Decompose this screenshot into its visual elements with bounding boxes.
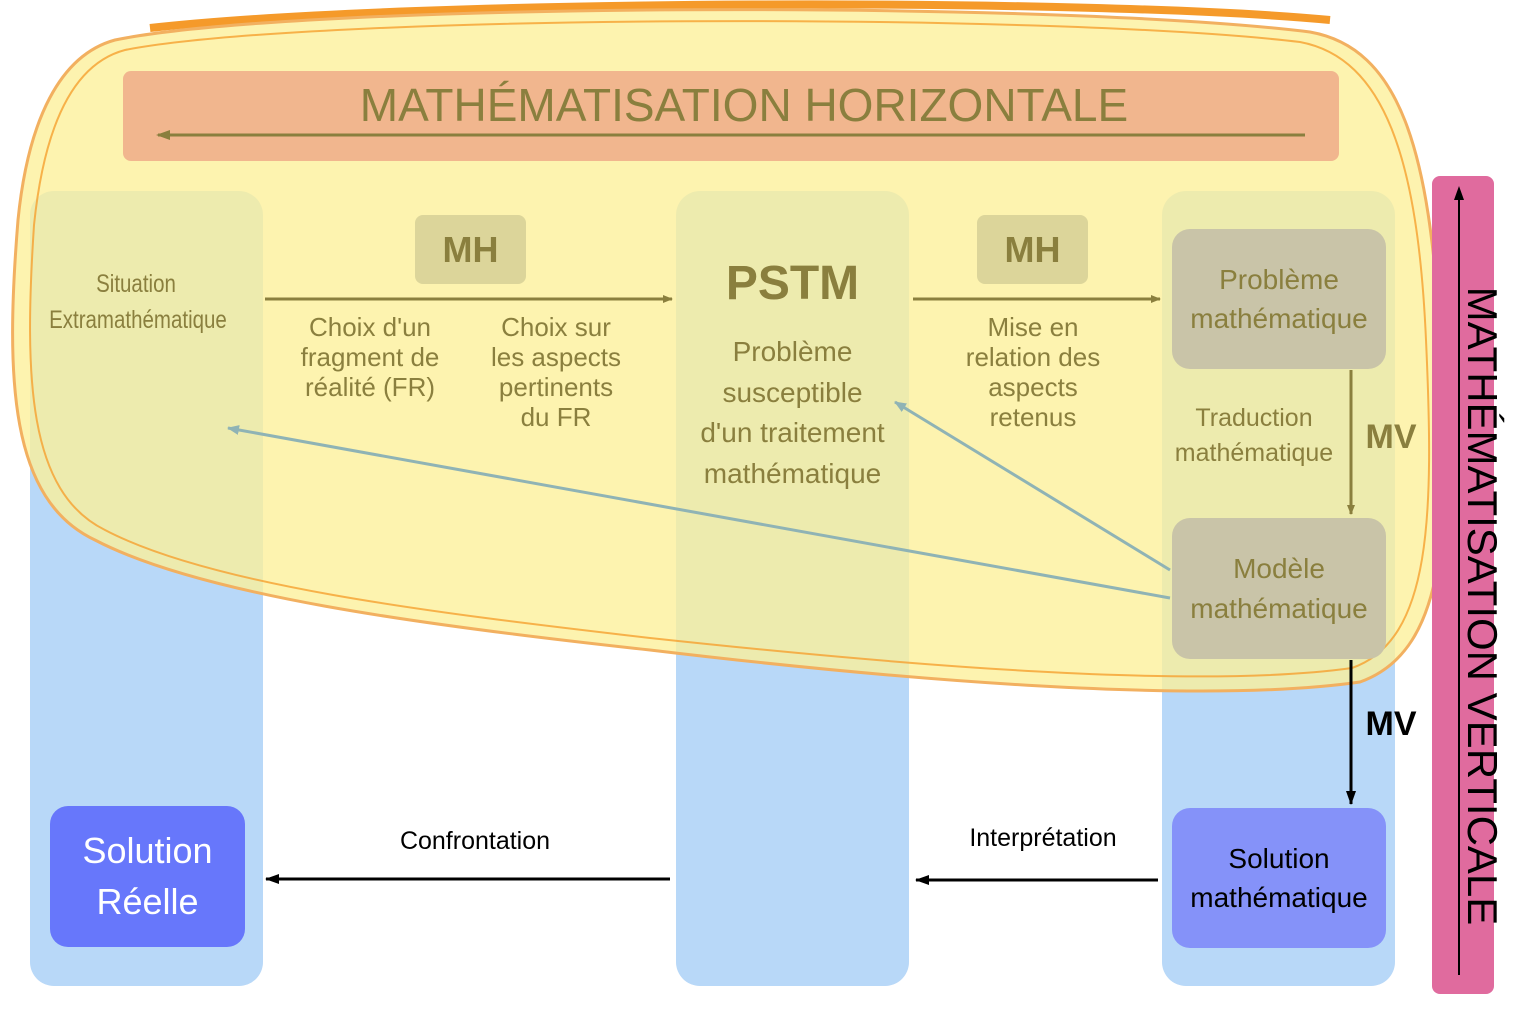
mv-label-2: MV [1365, 705, 1417, 743]
probleme-math-line-1: Problème [1219, 263, 1339, 295]
blob-top-rim [149, 0, 1331, 32]
probleme-math-line-2: mathématique [1190, 303, 1368, 334]
choix-fragment-line-2: fragment de [300, 341, 440, 372]
banner-vertical-label: MATHÉMATISATION VERTICALE [1459, 286, 1506, 926]
probleme-math-box: Problème mathématique [1172, 229, 1386, 369]
mh-badge-2-label: MH [1004, 228, 1061, 270]
label-choix-fragment: Choix d'un fragment de réalité (FR) [276, 312, 464, 403]
banner-horizontal [123, 71, 1339, 161]
modele-math-line-2: mathématique [1190, 592, 1368, 624]
banner-horizontal-arrowhead [156, 130, 170, 140]
solution-math-line-1: Solution [1228, 842, 1330, 874]
traduction-line-1: Traduction [1195, 404, 1313, 432]
traduction-label: Traduction mathématique [1162, 401, 1346, 471]
choix-aspects-line-3: pertinents [498, 371, 614, 402]
mise-relation-line-1: Mise en [987, 312, 1079, 342]
solution-reelle-box: Solution Réelle [50, 806, 245, 947]
banner-vertical-arrowhead [1454, 186, 1464, 200]
mh-badge-2: MH [977, 215, 1088, 284]
solution-math-box: Solution mathématique [1172, 808, 1386, 948]
mh-badge-1-label: MH [442, 228, 499, 270]
choix-aspects-line-1: Choix sur [501, 312, 611, 342]
traduction-line-2: mathématique [1174, 439, 1334, 467]
solution-math-line-2: mathématique [1190, 882, 1368, 913]
banner-vertical [1432, 176, 1494, 994]
situation-line-2: Extramathématique [49, 306, 227, 335]
yellow-blob-inner-stroke [29, 20, 1431, 678]
pstm-desc-line-3: d'un traitement [700, 417, 885, 449]
mise-relation-line-2: relation des [965, 341, 1101, 372]
arrow-modele-to-situation [227, 425, 1171, 600]
banner-horizontal-label: MATHÉMATISATION HORIZONTALE [359, 79, 1129, 131]
arrow-modele-to-pstm [894, 400, 1171, 572]
pstm-description: Problème susceptible d'un traitement mat… [676, 332, 909, 494]
mv-label-1: MV [1365, 418, 1417, 456]
interpretation-label: Interprétation [969, 824, 1117, 852]
choix-aspects-line-2: les aspects [490, 341, 622, 372]
label-choix-aspects: Choix sur les aspects pertinents du FR [466, 312, 646, 433]
pstm-desc-line-2: susceptible [722, 376, 863, 408]
mh-badge-1: MH [415, 215, 526, 284]
label-mise-relation: Mise en relation des aspects retenus [940, 312, 1126, 433]
solution-reelle-line-2: Réelle [96, 880, 199, 922]
pstm-desc-line-1: Problème [732, 336, 853, 367]
modele-math-line-1: Modèle [1233, 553, 1325, 585]
mise-relation-line-4: retenus [989, 401, 1077, 432]
confrontation-label: Confrontation [399, 827, 551, 855]
choix-aspects-line-4: du FR [520, 401, 592, 432]
situation-line-1: Situation [96, 270, 176, 298]
situation-label: Situation Extramathématique [49, 266, 227, 339]
solution-reelle-line-1: Solution [82, 830, 213, 872]
mise-relation-line-3: aspects [988, 371, 1078, 402]
pstm-title: PSTM [725, 257, 860, 310]
pstm-desc-line-4: mathématique [703, 457, 882, 489]
choix-fragment-line-3: réalité (FR) [304, 371, 435, 402]
choix-fragment-line-1: Choix d'un [308, 312, 432, 342]
modele-math-box: Modèle mathématique [1172, 518, 1386, 659]
